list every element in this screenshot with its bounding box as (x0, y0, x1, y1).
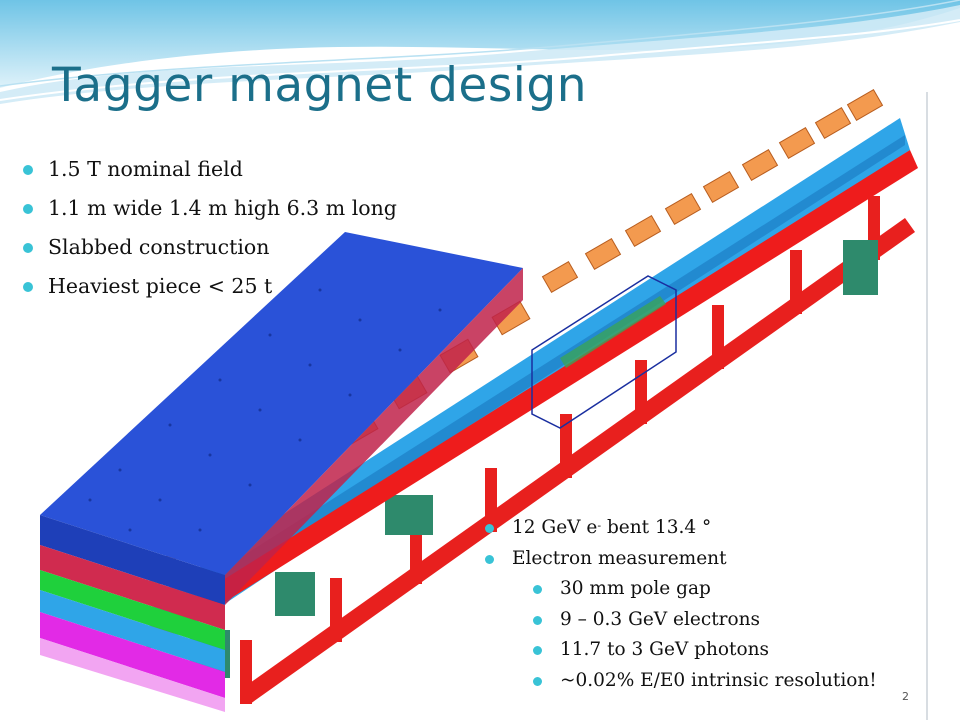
bullet-beam: 12 GeV e- bent 13.4 ° (485, 513, 877, 544)
red-rail-far (240, 218, 915, 704)
detector-box (531, 275, 677, 429)
bullet-field: 1.5 T nominal field (22, 150, 397, 189)
beam-superscript: - (597, 519, 602, 532)
bullet-dimensions: 1.1 m wide 1.4 m high 6.3 m long (22, 189, 397, 228)
yoke-top (40, 232, 523, 575)
sub-bullet-electrons: 9 – 0.3 GeV electrons (485, 605, 877, 636)
main-bullet-list: 1.5 T nominal field 1.1 m wide 1.4 m hig… (22, 150, 397, 306)
red-rail-near (140, 150, 918, 650)
measurement-bullet-list: 12 GeV e- bent 13.4 ° Electron measureme… (485, 513, 877, 696)
yoke-bolts (88, 288, 442, 532)
sub-bullet-resolution: ~0.02% E/E0 intrinsic resolution! (485, 666, 877, 697)
sub-bullet-pole-gap: 30 mm pole gap (485, 574, 877, 605)
layer-magenta (40, 612, 225, 698)
header-waves (0, 0, 960, 120)
bullet-electron-measurement: Electron measurement (485, 544, 877, 575)
slide-title: Tagger magnet design (52, 58, 587, 113)
layer-blue (40, 590, 225, 672)
bullet-heaviest: Heaviest piece < 25 t (22, 267, 397, 306)
page-number: 2 (902, 690, 909, 703)
layer-green (40, 570, 225, 650)
beam-suffix: bent 13.4 ° (601, 517, 712, 538)
content-frame (30, 92, 928, 720)
beam-prefix: 12 GeV e (512, 517, 598, 538)
layer-red (40, 545, 225, 630)
sub-bullet-photons: 11.7 to 3 GeV photons (485, 635, 877, 666)
bullet-construction: Slabbed construction (22, 228, 397, 267)
